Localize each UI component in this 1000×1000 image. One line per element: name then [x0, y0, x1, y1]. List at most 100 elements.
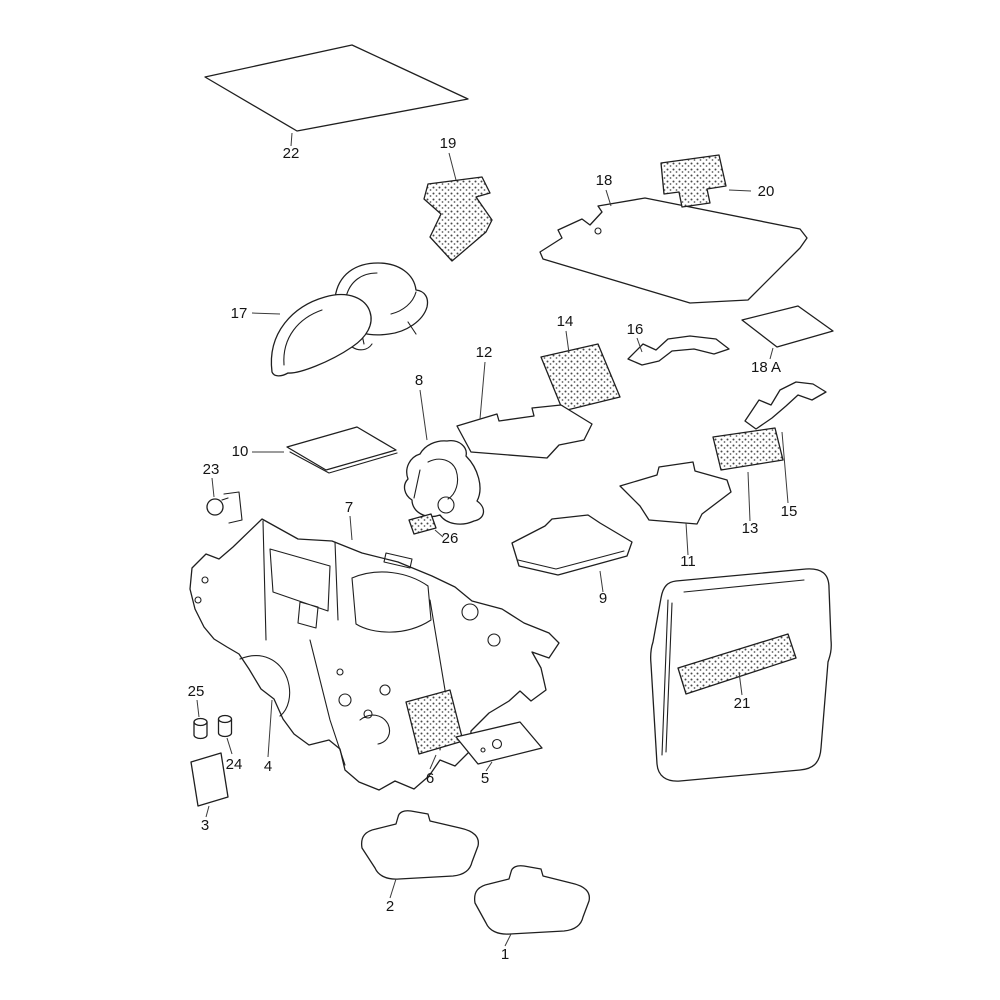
part-22-outline: [204, 44, 469, 132]
part-18a-label: 18 A: [751, 359, 781, 376]
part-5-holes: [480, 738, 503, 753]
part-3-label: 3: [201, 817, 209, 834]
part-26-label: 26: [442, 530, 459, 547]
part-15-label: 15: [781, 503, 798, 520]
part-26-leader: [434, 529, 444, 538]
part-8-leader: [419, 389, 428, 441]
part-16-label: 16: [627, 321, 644, 338]
part-10-fold-line: [289, 451, 398, 474]
part-7-outline: [189, 518, 560, 791]
part-14-leader: [565, 330, 570, 354]
part-6-label: 6: [426, 770, 434, 787]
part-20-label: 20: [758, 183, 775, 200]
part-8-duct: 8: [403, 372, 485, 525]
part-21-creases: [661, 579, 805, 756]
part-24-top: [217, 714, 233, 724]
part-10-outline: [286, 426, 397, 471]
part-17-fender-outline: [270, 293, 372, 377]
part-18-floor-panel: 18: [539, 172, 808, 304]
part-14-label: 14: [557, 313, 574, 330]
part-18a-outline: [741, 305, 834, 348]
part-14-outline: [540, 343, 621, 412]
part-21-strip: [677, 633, 797, 695]
part-17-leader: [251, 312, 281, 315]
part-24-plug: 24: [217, 714, 243, 773]
part-16-leader: [636, 337, 643, 353]
part-24-body: [217, 719, 233, 738]
part-3-leader: [205, 805, 210, 818]
part-2-leader: [389, 878, 397, 899]
part-22-label: 22: [283, 145, 300, 162]
part-24-leader: [226, 737, 233, 755]
part-17-upper-details: [345, 272, 417, 345]
part-21-label: 21: [734, 695, 751, 712]
part-23-body: [206, 498, 224, 516]
part-23-leader: [211, 477, 215, 498]
part-22-roof-liner: 22: [204, 44, 469, 162]
part-25-body: [193, 722, 208, 740]
part-23-grommet: 23: [203, 461, 243, 524]
part-13-leader: [747, 471, 751, 522]
part-9-outline: [511, 514, 633, 576]
part-2-floor-mat: 2: [360, 810, 480, 915]
part-12-mat: 12: [456, 344, 593, 459]
part-9-label: 9: [599, 590, 607, 607]
part-5-leader: [485, 761, 493, 772]
part-18-leader: [605, 189, 612, 207]
part-8-outline: [403, 440, 485, 525]
part-17-wheel-housing: 17: [231, 262, 429, 377]
part-1-label: 1: [501, 946, 509, 963]
part-4-callout: 4: [264, 699, 273, 775]
part-11-label: 11: [680, 553, 696, 570]
part-7-label: 7: [345, 499, 353, 516]
part-8-label: 8: [415, 372, 423, 389]
part-4-leader: [267, 699, 273, 758]
part-3-small-panel: 3: [190, 752, 229, 834]
part-13-outline: [712, 427, 784, 471]
part-20-outline: [660, 154, 727, 208]
part-13-insulation-strip: 13: [712, 427, 784, 537]
part-25-top: [193, 717, 208, 727]
part-17-fender-details: [283, 309, 373, 366]
part-15-outline: [744, 381, 827, 430]
part-9-leader: [599, 570, 604, 593]
part-19-insulation: 19: [423, 135, 493, 262]
part-7-details: [194, 520, 501, 766]
part-11-mat: 11: [619, 461, 732, 570]
part-19-label: 19: [440, 135, 457, 152]
part-5-small-mat: 5: [455, 721, 543, 787]
part-10-label: 10: [232, 443, 249, 460]
part-25-plug: 25: [188, 683, 208, 740]
part-19-leader: [448, 152, 457, 181]
part-23-label: 23: [203, 461, 220, 478]
part-22-leader: [290, 132, 293, 147]
part-4-label: 4: [264, 758, 272, 775]
part-7-bulkhead-assembly: 7: [189, 499, 560, 791]
part-20-leader: [728, 189, 752, 192]
part-7-leader: [349, 515, 353, 541]
part-17-label: 17: [231, 305, 248, 322]
part-8-details: [413, 458, 459, 514]
part-18-details: [594, 227, 602, 235]
part-24-label: 24: [226, 756, 243, 773]
part-1-outline: [473, 865, 591, 935]
part-3-outline: [190, 752, 229, 807]
part-21-door-panel: 21: [649, 568, 832, 782]
part-26-small-pad: 26: [408, 513, 459, 547]
part-9-mat: 9: [511, 514, 633, 607]
part-18-outline: [539, 197, 808, 304]
part-19-outline: [423, 176, 493, 262]
part-25-label: 25: [188, 683, 205, 700]
part-16-bracket: 16: [627, 321, 730, 366]
part-2-outline: [360, 810, 480, 880]
part-10-mat: 10: [232, 426, 398, 474]
part-21-leader: [738, 671, 743, 696]
part-18a-leader: [769, 347, 774, 360]
part-23-bracket: [221, 491, 243, 524]
part-18a-mat: 18 A: [741, 305, 834, 376]
part-2-label: 2: [386, 898, 394, 915]
part-15-leader: [781, 431, 789, 504]
part-20-insulation-pad: 20: [660, 154, 775, 208]
